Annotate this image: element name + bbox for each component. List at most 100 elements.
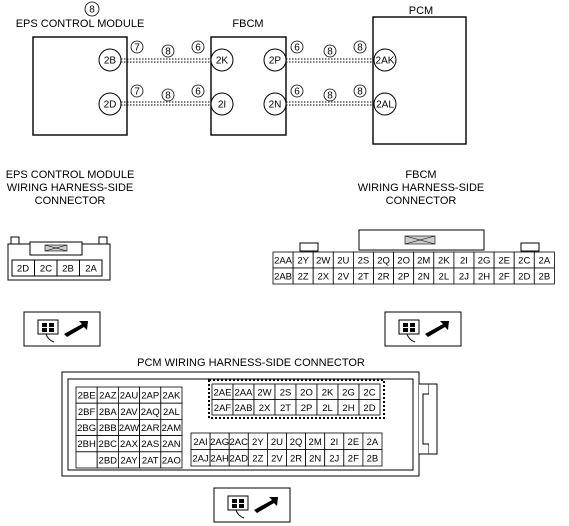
svg-text:6: 6	[294, 43, 300, 54]
fbcm-row2-cell: 2L	[433, 267, 455, 285]
fbcm-row1-pin-label: 2G	[478, 256, 491, 267]
pcm-left-pin-label: 2AY	[120, 455, 138, 466]
pin-fbcm-2p: 2P	[263, 48, 287, 72]
pin-eps-2d: 2D	[98, 92, 122, 116]
pin-fbcm-2n: 2N	[263, 92, 287, 116]
fbcm-row2-pin-label: 2T	[358, 272, 369, 283]
pcm-lower-cell: 2A	[362, 432, 383, 450]
pcm-left-cell: 2BA	[96, 402, 119, 420]
pcm-upper-pin-label: 2AE	[214, 387, 232, 398]
pin-pcm-2ak: 2AK	[373, 48, 397, 72]
pcm-upper-pin-label: 2T	[280, 403, 291, 414]
fbcm-row2-cell: 2H	[473, 267, 495, 285]
pcm-upper-pin-label: 2C	[363, 387, 375, 398]
pcm-left-cell: 2AV	[118, 402, 141, 420]
pcm-lower-pin-label: 2E	[348, 437, 360, 448]
pcm-upper-cell: 2AA	[232, 383, 255, 400]
svg-text:7: 7	[134, 43, 140, 54]
pcm-lower-cell: 2AD	[228, 449, 249, 467]
pcm-left-pin-label: 2AW	[119, 423, 139, 434]
pcm-lower-cell: 2AJ	[190, 449, 211, 467]
reference-mark: 8	[84, 1, 100, 17]
pcm-lower-pin-label: 2M	[309, 437, 322, 448]
pcm-upper-cell: 2T	[274, 399, 297, 416]
pcm-left-pin-label: 2AN	[162, 439, 181, 450]
pcm-lower-pin-label: 2N	[309, 453, 321, 464]
pcm-upper-pin-label: 2K	[322, 387, 334, 398]
svg-text:8: 8	[327, 91, 333, 102]
pcm-upper-cell: 2X	[253, 399, 276, 416]
pcm-upper-pin-label: 2G	[342, 387, 355, 398]
pcm-left-cell: 2BG	[75, 418, 98, 436]
wire-marks-top-left: 7 8 6	[130, 40, 205, 58]
pcm-lower-pin-label: 2Q	[290, 437, 303, 448]
wire-marks-top-right: 6 8 8	[290, 40, 367, 58]
pcm-upper-cell: 2AB	[232, 399, 255, 416]
svg-text:2B: 2B	[104, 56, 117, 67]
fbcm-row1-pin-label: 2I	[460, 256, 468, 267]
pcm-upper-pin-label: 2H	[342, 403, 354, 414]
fbcm-row1-pin-label: 2AA	[274, 256, 293, 267]
pcm-upper-pin-label: 2S	[280, 387, 292, 398]
fbcm-row1-pin-label: 2U	[337, 256, 349, 267]
pcm-left-cell: 2BE	[75, 386, 98, 404]
svg-text:2I: 2I	[218, 100, 226, 111]
pcm-upper-pin-label: 2X	[259, 403, 271, 414]
pcm-lower-cell: 2M	[305, 432, 326, 450]
wire-marks-bottom-left: 7 8 6	[130, 84, 205, 102]
pcm-left-pin-label: 2AQ	[141, 407, 160, 418]
pcm-upper-cell: 2S	[274, 383, 297, 400]
pcm-upper-cell: 2C	[358, 383, 381, 400]
svg-text:8: 8	[327, 47, 333, 58]
pcm-lower-pin-label: 2J	[329, 453, 339, 464]
pcm-upper-cell: 2K	[316, 383, 339, 400]
fbcm-row2-cell: 2F	[493, 267, 515, 285]
svg-text:6: 6	[195, 43, 201, 54]
fbcm-row1-cell: 2Y	[292, 251, 314, 269]
pcm-lower-cell: 2F	[343, 449, 364, 467]
fbcm-row2-pin-label: 2X	[317, 272, 329, 283]
pcm-lower-cell: 2AH	[209, 449, 230, 467]
pcm-lower-pin-label: 2AJ	[192, 453, 209, 464]
eps-module-title: EPS CONTROL MODULE	[16, 18, 145, 30]
pcm-left-pin-label: 2AR	[141, 423, 160, 434]
pcm-left-pin-label: 2AK	[162, 391, 181, 402]
pcm-connector-title: PCM WIRING HARNESS-SIDE CONNECTOR	[137, 357, 365, 369]
fbcm-row1-cell: 2G	[473, 251, 495, 269]
fbcm-row1-pin-label: 2K	[438, 256, 450, 267]
pcm-left-pin-label: 2AT	[142, 455, 159, 466]
fbcm-row2-pin-label: 2AB	[274, 272, 292, 283]
fbcm-row1-cell: 2Q	[373, 251, 395, 269]
pcm-upper-cell: 2O	[295, 383, 318, 400]
svg-text:8: 8	[165, 91, 171, 102]
pcm-left-pin-label: 2AS	[141, 439, 159, 450]
svg-text:2D: 2D	[104, 100, 117, 111]
pcm-lower-pin-label: 2AI	[193, 437, 207, 448]
pcm-left-pin-label: 2AM	[162, 423, 182, 434]
svg-text:2K: 2K	[216, 56, 229, 67]
eps-pin-2b: 2B	[62, 264, 74, 275]
fbcm-row2-cell: 2V	[332, 267, 354, 285]
pcm-upper-cell: 2AE	[211, 383, 234, 400]
svg-text:8: 8	[357, 87, 363, 98]
svg-text:2P: 2P	[269, 56, 282, 67]
fbcm-row1-cell: 2C	[513, 251, 535, 269]
fbcm-row2-cell: 2Z	[292, 267, 314, 285]
pcm-upper-pin-label: 2AF	[214, 403, 232, 414]
pcm-left-cell: 2AN	[160, 435, 183, 453]
pcm-left-cell: 2AO	[160, 451, 183, 469]
pcm-left-cell: 2AS	[139, 435, 162, 453]
pcm-left-cell: 2AT	[139, 451, 162, 469]
pcm-left-cell: 2AP	[139, 386, 162, 404]
pcm-left-cell: 2AK	[160, 386, 183, 404]
pcm-left-cell: 2AZ	[96, 386, 119, 404]
pcm-lower-pin-label: 2R	[290, 453, 302, 464]
pin-pcm-2al: 2AL	[373, 92, 397, 116]
fbcm-row1-cell: 2S	[352, 251, 374, 269]
fbcm-row2-pin-label: 2V	[338, 272, 350, 283]
pcm-lower-cell: 2J	[324, 449, 345, 467]
fbcm-row2-cell: 2J	[453, 267, 475, 285]
fbcm-row1-pin-label: 2Q	[377, 256, 390, 267]
fbcm-row1-cell: 2O	[393, 251, 415, 269]
